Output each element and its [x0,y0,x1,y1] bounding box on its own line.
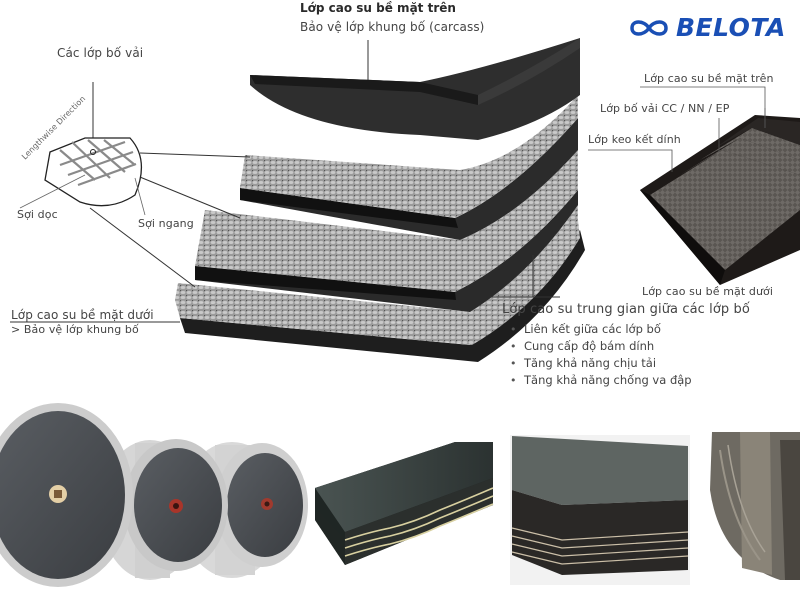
brand-name: BELOTA [676,13,786,42]
bullet-item: Liên kết giữa các lớp bố [510,321,692,338]
bullet-item: Tăng khả năng chống va đập [510,372,692,389]
top-cover-title: Lớp cao su bề mặt trên [300,1,456,15]
belt-cross-section-photo-1 [315,442,494,565]
stepped-adhesive-label: Lớp keo kết dính [588,133,681,146]
fabric-plies-label: Các lớp bố vải [57,46,144,60]
bottom-cover-subtitle: > Bảo vệ lớp khung bố [11,323,139,336]
infinity-icon [630,19,668,36]
weft-yarn-label: Sợi ngang [138,217,194,230]
warp-yarn-label: Sợi dọc [17,208,58,221]
weave-detail [19,137,146,216]
belt-roll-closeup-photo [710,432,800,580]
stepped-fabric-ply-label: Lớp bố vải CC / NN / EP [600,102,730,115]
bottom-cover-layer [180,230,585,362]
skim-layer-title: Lớp cao su trung gian giữa các lớp bố [502,302,750,317]
belt-rolls-photo [0,403,308,587]
bullet-item: Cung cấp độ bám dính [510,338,692,355]
stepped-belt-diagram [640,115,800,285]
brand-logo: BELOTA [628,13,786,42]
skim-layer-bullet-list: Liên kết giữa các lớp bố Cung cấp độ bám… [510,321,692,389]
bullet-item: Tăng khả năng chịu tải [510,355,692,372]
bottom-cover-title: Lớp cao su bề mặt dưới [11,308,154,322]
stepped-top-cover-label: Lớp cao su bề mặt trên [644,72,774,85]
top-cover-subtitle: Bảo vệ lớp khung bố (carcass) [300,20,485,34]
belt-cross-section-photo-2 [510,435,690,585]
stepped-bottom-cover-label: Lớp cao su bề mặt dưới [642,285,774,298]
